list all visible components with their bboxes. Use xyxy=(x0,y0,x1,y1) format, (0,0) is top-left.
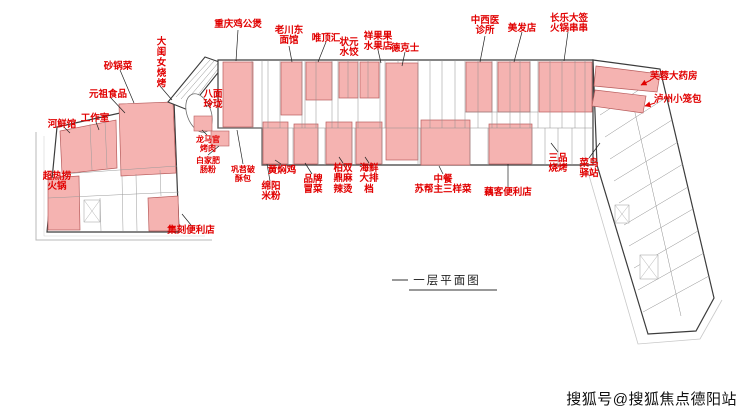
arrow-to-xiaolongbao xyxy=(644,101,656,108)
title-decoration xyxy=(392,279,497,291)
plan-title: 一层平面图 xyxy=(413,275,481,287)
label-leader-lines xyxy=(63,29,656,226)
left-building-block xyxy=(46,100,180,233)
arrow-to-pharmacy xyxy=(640,79,652,86)
watermark-text: 搜狐号@搜狐焦点德阳站 xyxy=(566,391,737,408)
site-boundary xyxy=(35,132,723,345)
right-wing-building xyxy=(591,59,715,335)
main-strip-building xyxy=(217,59,594,166)
